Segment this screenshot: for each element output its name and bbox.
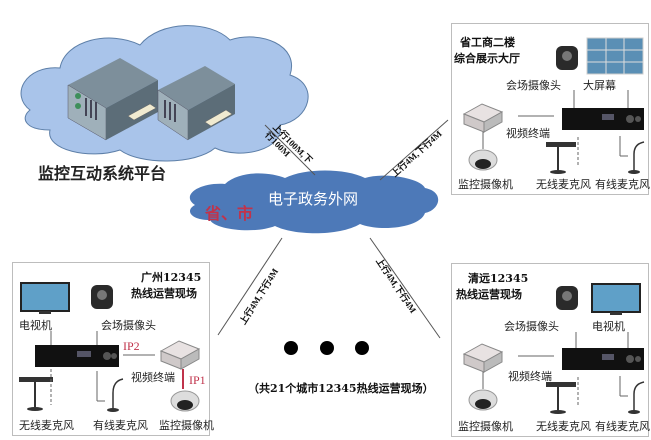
site-title: 热线运营现场 — [131, 287, 197, 300]
label-ip2: IP2 — [123, 339, 140, 353]
bottom-right-link-line — [369, 237, 441, 339]
label-camera: 会场摄像头 — [101, 319, 156, 332]
wireless-mic-icon — [546, 142, 576, 147]
video-wall-icon — [586, 37, 644, 75]
platform-link-line — [264, 124, 316, 176]
ellipsis-dot — [284, 341, 298, 355]
label-surveillance: 监控摄像机 — [458, 420, 513, 433]
wired-mic-icon — [633, 381, 645, 411]
site-title: 综合展示大厅 — [454, 52, 520, 65]
site-title: 广州12345 — [141, 271, 202, 284]
wired-mic-icon — [633, 141, 645, 171]
ellipsis-dot — [320, 341, 334, 355]
label-wireless-mic: 无线麦克风 — [19, 419, 74, 432]
label-ip1: IP1 — [189, 373, 206, 387]
label-surveillance: 监控摄像机 — [159, 419, 214, 432]
label-terminal: 视频终端 — [506, 127, 550, 140]
label-wired-mic: 有线麦克风 — [595, 178, 650, 191]
label-wireless-mic: 无线麦克风 — [536, 420, 591, 433]
network-prefix: 省、市 — [205, 204, 254, 223]
site-title: 省工商二楼 — [460, 36, 515, 49]
network-cloud — [189, 170, 439, 234]
tv-icon — [20, 282, 70, 312]
site-top-right: 省工商二楼 综合展示大厅 会场摄像头 大屏幕 视频终端 监控摄像机 无线麦克风 … — [451, 23, 650, 195]
label-screen: 大屏幕 — [583, 79, 616, 92]
label-camera: 会场摄像头 — [504, 320, 559, 333]
label-tv: 电视机 — [592, 320, 625, 333]
site-title: 清远12345 — [468, 272, 529, 285]
label-wired-mic: 有线麦克风 — [93, 419, 148, 432]
label-wired-mic: 有线麦克风 — [595, 420, 650, 433]
footer-note: （共21个城市12345热线运营现场） — [248, 382, 434, 395]
tv-icon — [591, 283, 641, 313]
site-title: 热线运营现场 — [456, 288, 522, 301]
label-wireless-mic: 无线麦克风 — [536, 178, 591, 191]
wireless-mic-icon — [546, 382, 576, 387]
platform-title: 监控互动系统平台 — [38, 164, 167, 183]
bottom-left-link-line — [217, 237, 283, 336]
label-camera: 会场摄像头 — [506, 79, 561, 92]
wired-mic-icon — [112, 378, 124, 409]
top-right-link-line — [379, 119, 449, 181]
wireless-mic-icon — [19, 377, 53, 382]
server-2 — [157, 66, 235, 141]
label-tv: 电视机 — [19, 319, 52, 332]
network-title: 电子政务外网 — [268, 190, 359, 208]
site-bottom-right: 清远12345 热线运营现场 会场摄像头 电视机 视频终端 监控摄像机 无线麦克… — [451, 263, 650, 437]
label-terminal: 视频终端 — [131, 371, 175, 384]
server-1 — [67, 58, 158, 141]
site-bottom-left: 广州12345 热线运营现场 电视机 会场摄像头 IP2 IP1 视频终端 无线… — [12, 262, 214, 436]
label-terminal: 视频终端 — [508, 370, 552, 383]
label-surveillance: 监控摄像机 — [458, 178, 513, 191]
ellipsis-dot — [355, 341, 369, 355]
